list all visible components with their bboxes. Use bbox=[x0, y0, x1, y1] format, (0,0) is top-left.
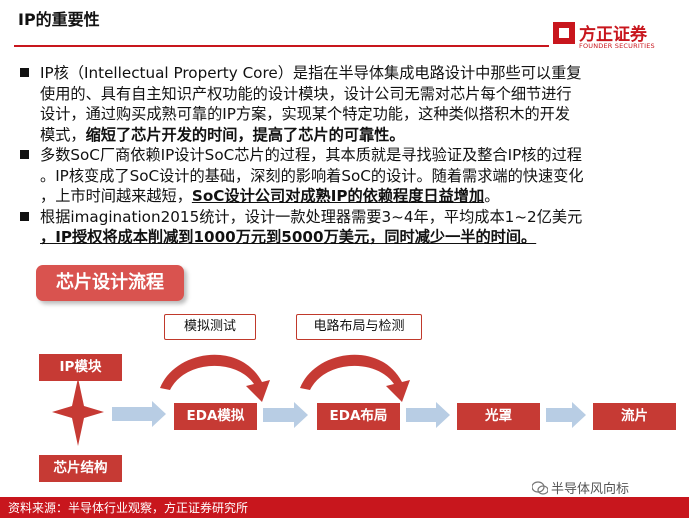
flow-arrow-icon bbox=[263, 402, 308, 428]
star-icon bbox=[52, 378, 104, 446]
bullet-line: ，上市时间越来越短，SoC设计公司对成熟IP的依赖程度日益增加。 bbox=[40, 187, 500, 205]
bullet-line: IP核（Intellectual Property Core）是指在半导体集成电… bbox=[40, 64, 582, 82]
bullet-line: 模式，缩短了芯片开发的时间，提高了芯片的可靠性。 bbox=[40, 125, 405, 144]
emphasis-text: SoC设计公司对成熟IP的依赖程度日益增加 bbox=[191, 187, 485, 205]
wechat-icon bbox=[532, 481, 548, 495]
box-tapeout: 流片 bbox=[593, 403, 676, 430]
bullet-square-icon bbox=[20, 68, 29, 77]
box-eda-layout: EDA布局 bbox=[317, 403, 400, 430]
footer-bar bbox=[0, 497, 689, 518]
flow-arrow-icon bbox=[406, 402, 450, 428]
flow-section-title: 芯片设计流程 bbox=[36, 265, 184, 301]
bullet-ip-core: IP核（Intellectual Property Core）是指在半导体集成电… bbox=[18, 63, 668, 145]
emphasis-text: ，IP授权将成本削减到1000万元到5000万美元，同时减少一半的时间。 bbox=[40, 228, 537, 246]
bullet-line: 。IP核变成了SoC设计的基础，深刻的影响着SoC的设计。随着需求端的快速变化 bbox=[40, 166, 584, 185]
page-title: IP的重要性 bbox=[18, 10, 100, 29]
box-eda-simulation: EDA模拟 bbox=[174, 403, 257, 430]
box-ip-module: IP模块 bbox=[39, 354, 122, 381]
bullet-square-icon bbox=[20, 150, 29, 159]
tag-layout-check: 电路布局与检测 bbox=[296, 314, 422, 340]
bullet-line: 根据imagination2015统计，设计一款处理器需要3~4年，平均成本1~… bbox=[40, 207, 583, 226]
curved-arrow-icon bbox=[300, 354, 410, 402]
flow-connectors bbox=[52, 354, 586, 446]
flow-arrow-icon bbox=[546, 402, 586, 428]
bullet-line: ，IP授权将成本削减到1000万元到5000万美元，同时减少一半的时间。 bbox=[40, 227, 668, 248]
emphasis-text: 缩短了芯片开发的时间，提高了芯片的可靠性。 bbox=[85, 125, 405, 144]
tag-simulation-test: 模拟测试 bbox=[164, 314, 256, 340]
curved-arrow-icon bbox=[160, 354, 270, 402]
bullet-square-icon bbox=[20, 211, 29, 221]
bullet-soc-dependence: 多数SoC厂商依赖IP设计SoC芯片的过程，其本质就是寻找验证及整合IP核的过程… bbox=[18, 145, 668, 207]
bullet-line: 多数SoC厂商依赖IP设计SoC芯片的过程，其本质就是寻找验证及整合IP核的过程 bbox=[40, 146, 582, 164]
bullet-line: 设计，通过购买成熟可靠的IP方案，实现某个特定功能，这种类似搭积木的开发 bbox=[40, 105, 571, 123]
bullet-line: 使用的、具有自主知识产权功能的设计模块，设计公司无需对芯片每个细节进行 bbox=[40, 84, 572, 103]
logo-name-cn: 方正证券 bbox=[579, 25, 647, 45]
logo-name-en: FOUNDER SECURITIES bbox=[579, 42, 655, 50]
bullet-list: IP核（Intellectual Property Core）是指在半导体集成电… bbox=[18, 63, 668, 248]
title-divider bbox=[14, 45, 549, 47]
box-chip-structure: 芯片结构 bbox=[39, 455, 122, 482]
logo-mark-icon bbox=[553, 22, 575, 44]
brand-logo: 方正证券 FOUNDER SECURITIES bbox=[553, 22, 673, 52]
footer-source: 资料来源：半导体行业观察，方正证券研究所 bbox=[8, 501, 249, 515]
box-photomask: 光罩 bbox=[457, 403, 540, 430]
flow-arrow-icon bbox=[112, 401, 166, 427]
bullet-cost-stats: 根据imagination2015统计，设计一款处理器需要3~4年，平均成本1~… bbox=[18, 207, 668, 248]
watermark-text: 半导体风向标 bbox=[551, 482, 630, 497]
